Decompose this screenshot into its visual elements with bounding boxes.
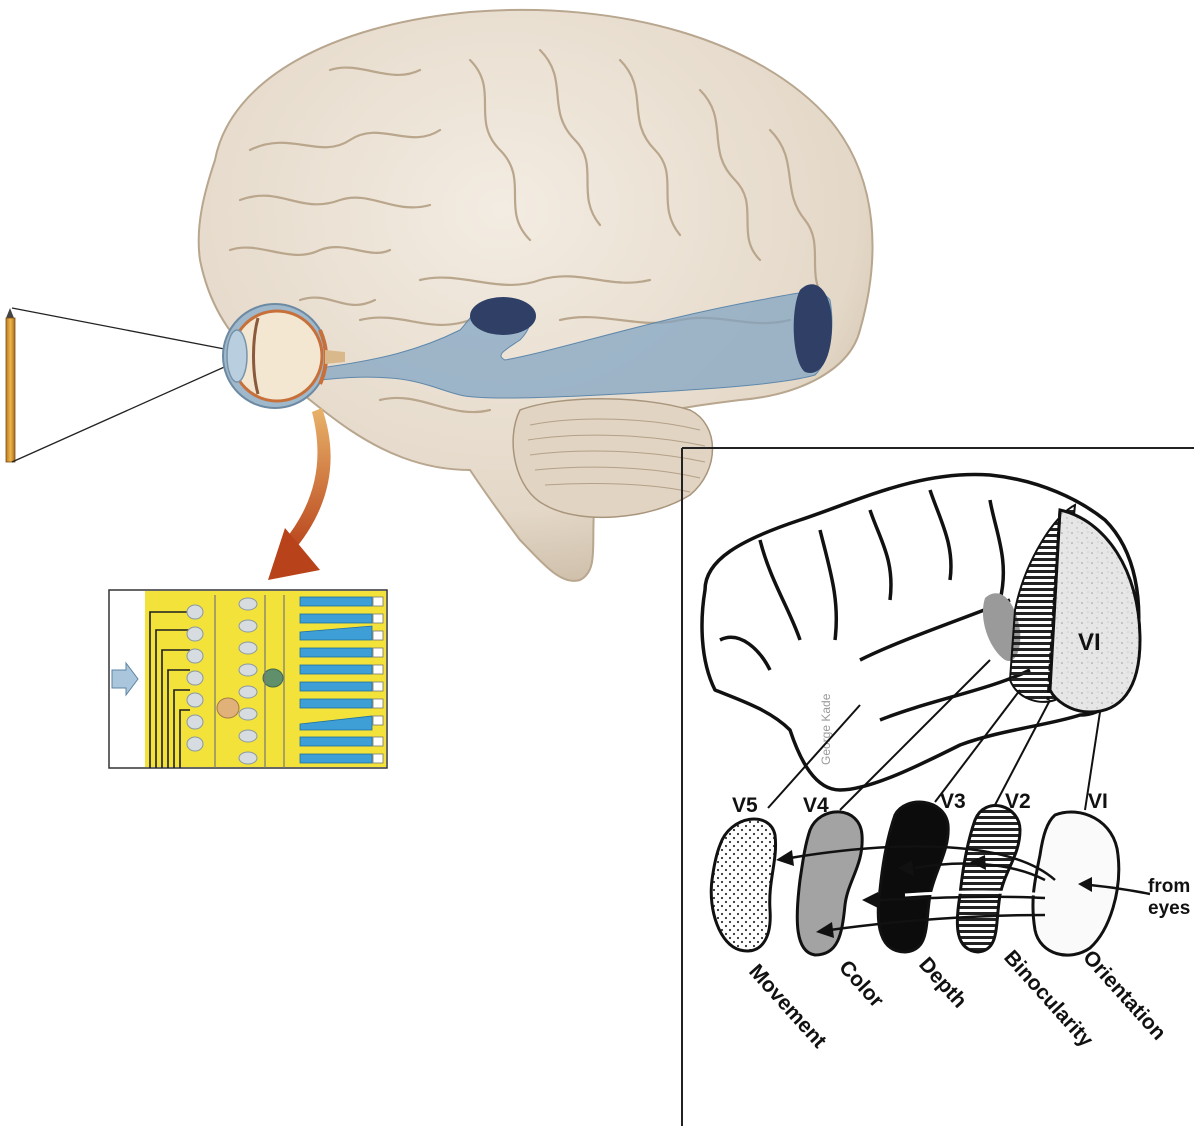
lateral-geniculate-nucleus: [470, 297, 536, 335]
v5-area: [711, 819, 775, 951]
visual-areas-panel: VI George Kade V5 V4 V3 V2 VI: [682, 448, 1194, 1126]
v1-area: [1033, 812, 1119, 955]
v1-region: [1050, 510, 1140, 712]
eye-and-object: [6, 304, 345, 462]
movement-label: Movement: [744, 960, 831, 1053]
input-label-line2: eyes: [1148, 898, 1190, 919]
v3-area: [878, 802, 948, 952]
pencil: [6, 308, 15, 462]
v2-area: [957, 806, 1020, 952]
brain-v1-label: VI: [1078, 629, 1101, 656]
input-label-line1: from: [1148, 876, 1190, 897]
color-label: Color: [834, 956, 888, 1012]
v1-label: VI: [1088, 790, 1108, 813]
v3-label: V3: [940, 790, 966, 813]
zoom-arrow: [268, 408, 331, 580]
watermark: George Kade: [819, 693, 833, 765]
depth-label: Depth: [914, 953, 971, 1013]
brain-illustration: [199, 10, 873, 581]
retina-inset: [109, 590, 387, 768]
v5-label: V5: [732, 794, 758, 817]
